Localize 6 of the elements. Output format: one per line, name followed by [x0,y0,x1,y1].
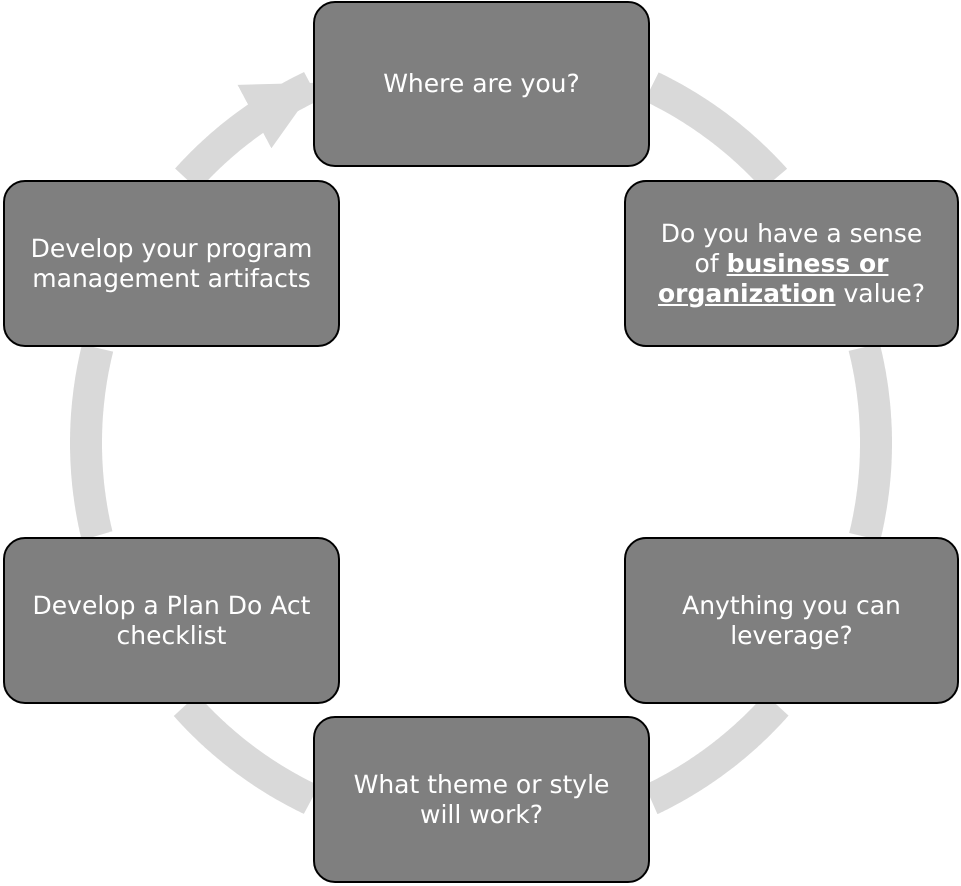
process-box: Anything you can leverage? [624,537,959,704]
process-box: Develop your program management artifacts [3,180,340,347]
process-box: What theme or style will work? [313,716,650,883]
process-box: Develop a Plan Do Act checklist [3,537,340,704]
process-box: Where are you? [313,1,650,167]
process-box: Do you have a sense of business or organization value? [624,180,959,347]
